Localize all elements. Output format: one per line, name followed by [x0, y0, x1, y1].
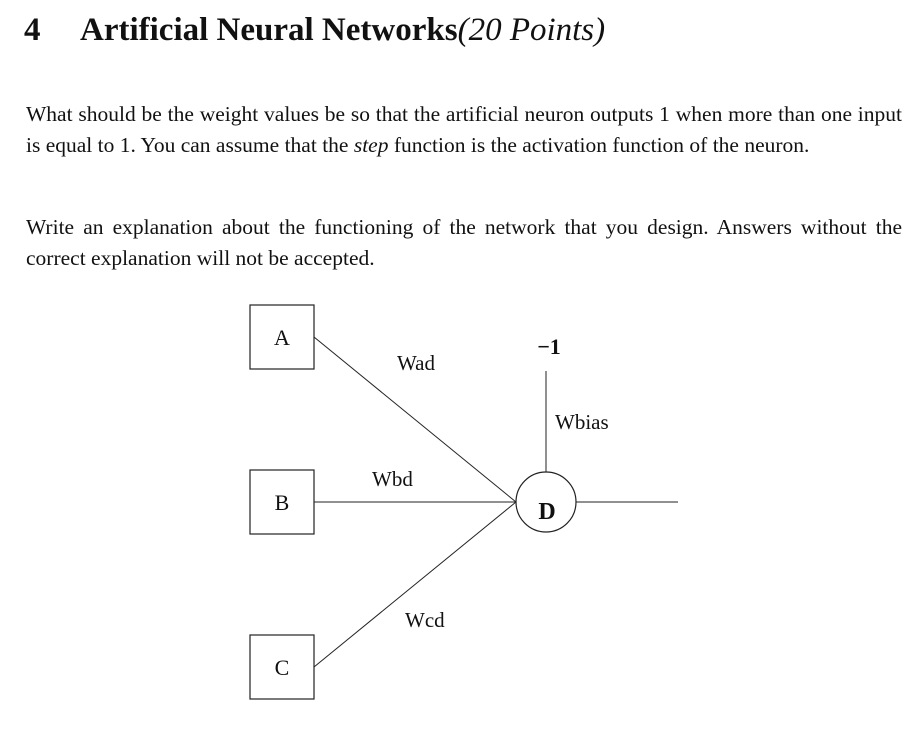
input-label-a: A	[274, 325, 290, 350]
section-points: (20 Points)	[457, 12, 606, 48]
question-paragraph: What should be the weight values be so t…	[26, 99, 902, 160]
section-heading: 4 Artificial Neural Networks(20 Points)	[24, 12, 605, 49]
weight-label-bd: Wbd	[372, 467, 413, 491]
question-text-part-1: What should be the weight values be so t…	[26, 102, 902, 157]
neuron-node-d	[515, 471, 577, 533]
section-number: 4	[24, 12, 41, 48]
weight-label-ad: Wad	[397, 351, 435, 375]
section-title: Artificial Neural Networks	[80, 12, 458, 48]
input-label-c: C	[275, 655, 290, 680]
bias-input-label: −1	[537, 334, 561, 359]
step-term: step	[353, 132, 389, 157]
input-label-b: B	[275, 490, 290, 515]
connection-c-d	[313, 501, 517, 668]
weight-label-bias: Wbias	[555, 410, 609, 434]
question-text-part-2: function is the activation function of t…	[388, 132, 810, 157]
weight-label-cd: Wcd	[405, 608, 445, 632]
instruction-paragraph: Write an explanation about the functioni…	[26, 215, 902, 270]
neuron-label-d: D	[538, 499, 555, 525]
connection-a-d	[313, 336, 517, 503]
